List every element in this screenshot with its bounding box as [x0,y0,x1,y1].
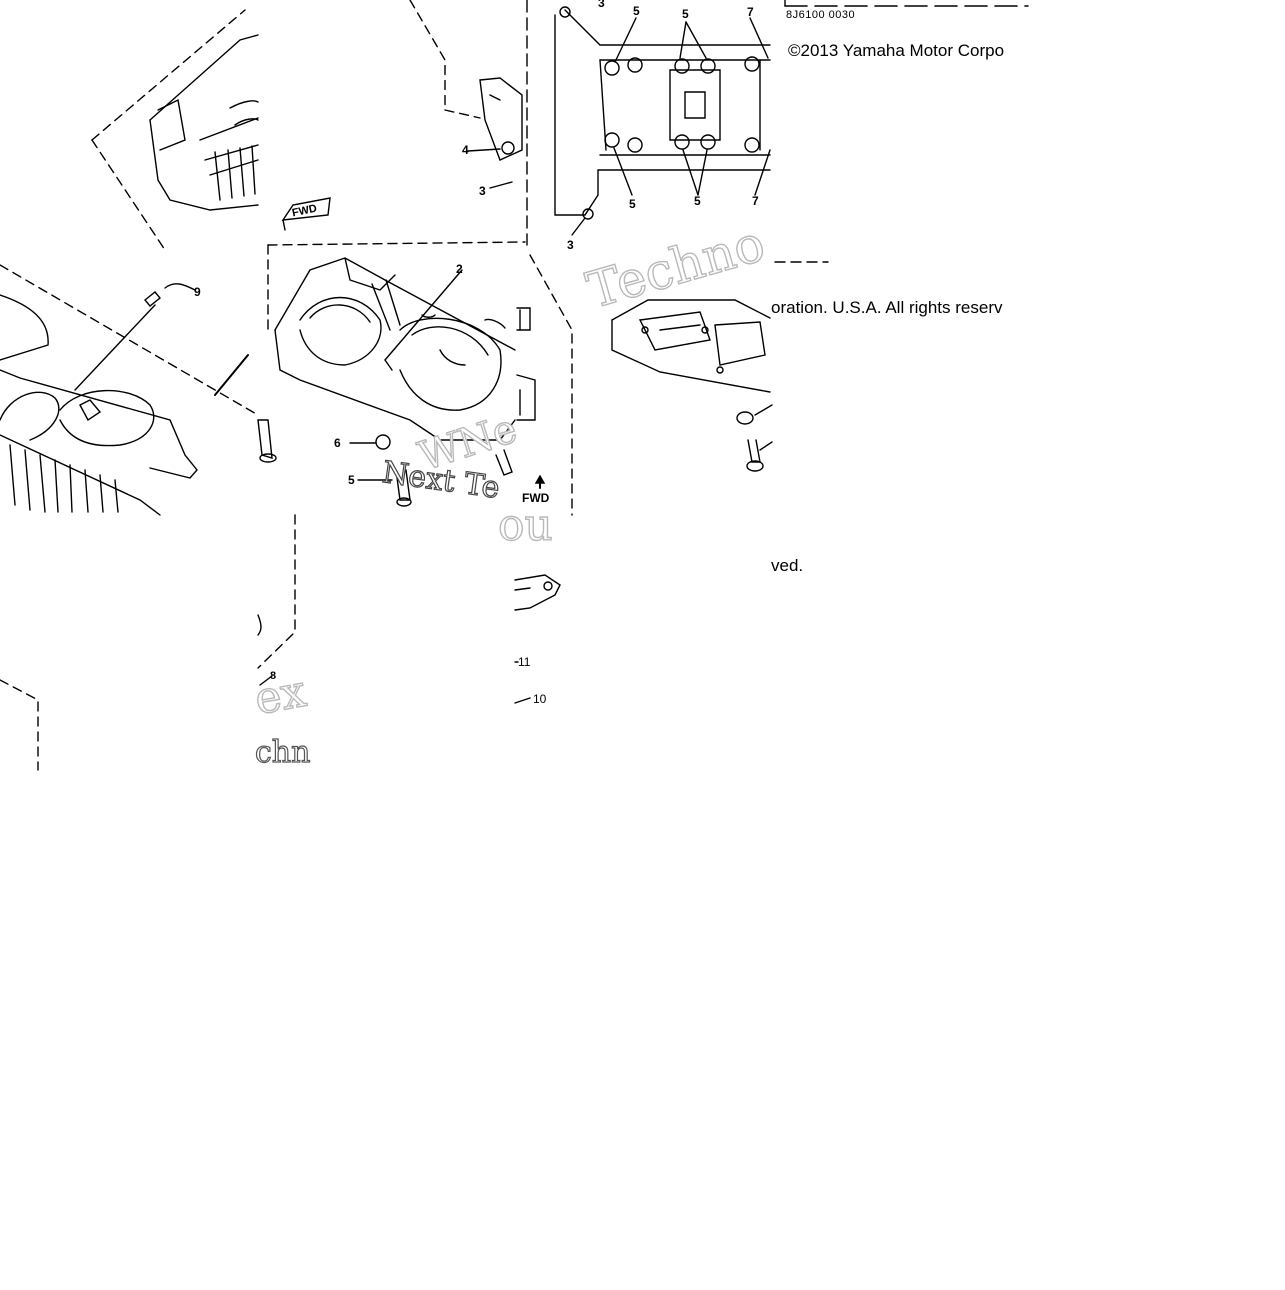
watermark-text: chn [254,734,311,770]
callout-5: 5 [633,4,640,18]
callout-3: 3 [567,238,574,252]
copyright-line-1: ©2013 Yamaha Motor Corpo [788,41,1005,60]
callout-3: 3 [479,184,486,198]
callout-7: 7 [752,194,759,208]
callout-8: 8 [270,670,277,682]
tile-clip [0,0,258,255]
callout-5: 5 [348,473,355,487]
watermark-text: ou [497,499,553,551]
copyright-line-3: ved. [771,556,804,575]
callout-5: 5 [682,7,689,21]
callout-9: 9 [194,285,201,299]
callout-11: 11 [518,655,531,669]
diagram-code: 8J6100 0030 [786,9,856,21]
callout-7: 7 [747,5,754,19]
callout-2: 2 [456,262,463,276]
watermark-text: ex [250,665,310,726]
fwd-label: FWD [522,491,550,505]
callout-3: 3 [598,0,605,10]
callout-10: 10 [533,692,547,706]
copyright-line-2: oration. U.S.A. All rights reserv [771,298,1003,317]
callout-6: 6 [334,436,341,450]
callout-5: 5 [629,197,636,211]
callout-5: 5 [694,194,701,208]
callout-4: 4 [462,143,469,157]
